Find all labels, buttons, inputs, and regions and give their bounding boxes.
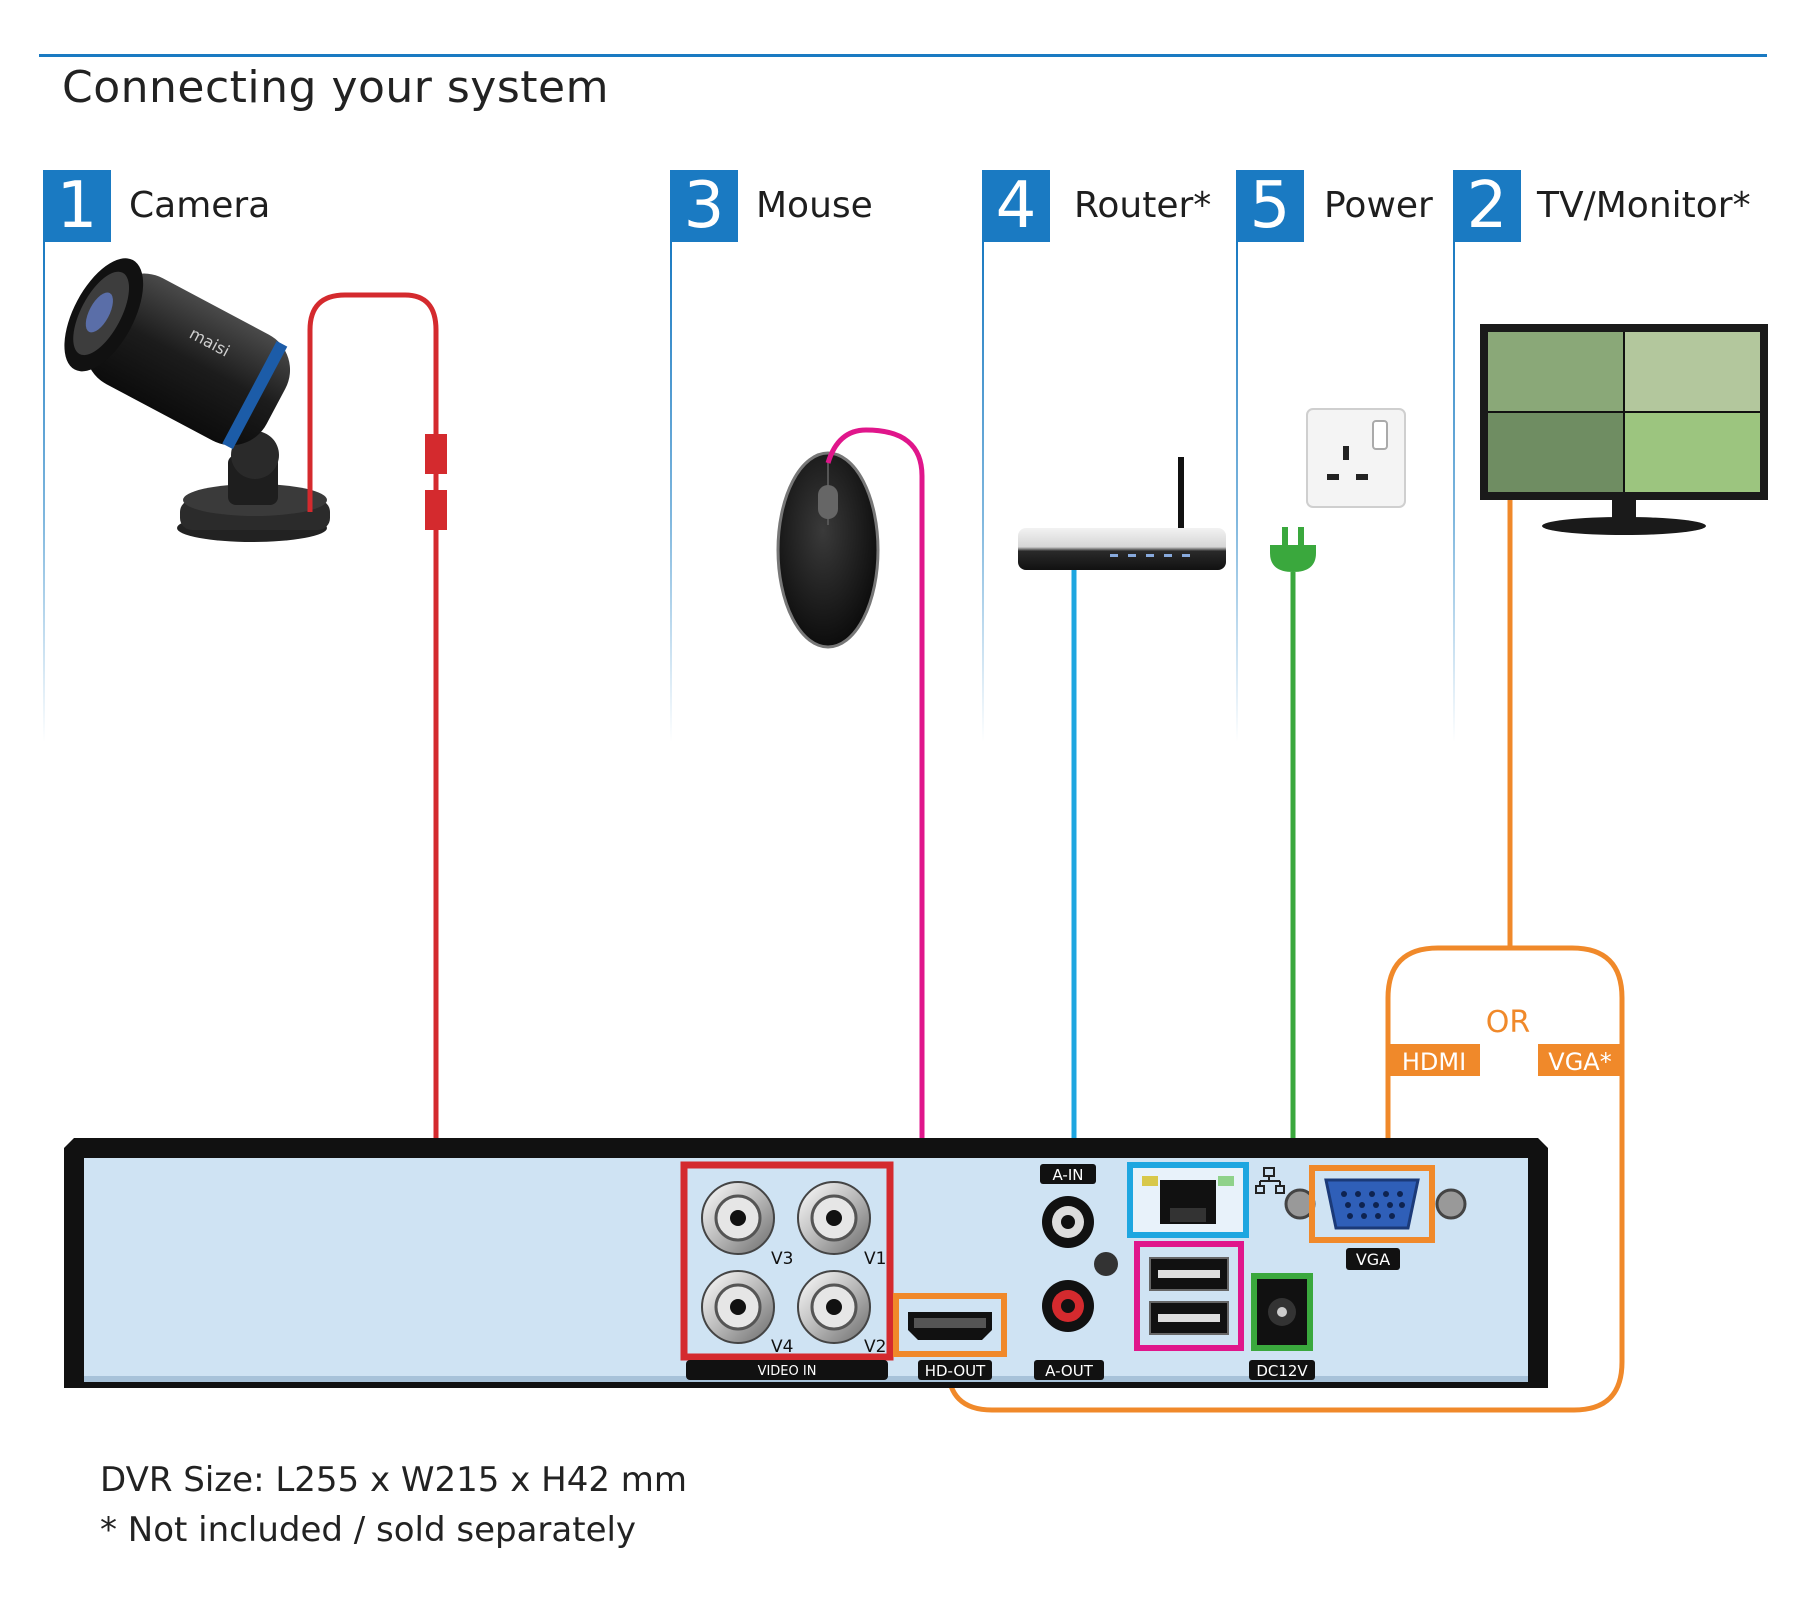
- monitor-icon: [1480, 324, 1768, 535]
- step-label-mouse: Mouse: [756, 185, 873, 226]
- camera-icon: maisi: [64, 258, 330, 542]
- port-label-v1: V1: [864, 1249, 886, 1269]
- step-number: 4: [982, 170, 1050, 242]
- hdmi-label: HDMI: [1402, 1048, 1466, 1076]
- bnc-port-v3: [701, 1181, 775, 1255]
- page-title: Connecting your system: [62, 62, 609, 113]
- bnc-port-v1: [797, 1181, 871, 1255]
- port-label-a-out: A-OUT: [1045, 1362, 1094, 1380]
- audio-out-port: A-OUT: [1034, 1280, 1104, 1380]
- step-label-router: Router*: [1074, 185, 1212, 226]
- step-label-display: TV/Monitor*: [1537, 185, 1751, 226]
- port-label-a-in: A-IN: [1053, 1166, 1084, 1184]
- audio-in-port: A-IN: [1040, 1164, 1096, 1248]
- column-guide-power: [1236, 242, 1238, 742]
- router-icon: [1018, 457, 1226, 570]
- step-number: 2: [1453, 170, 1521, 242]
- camera-cable: [307, 292, 684, 1209]
- column-guide-router: [982, 242, 984, 742]
- port-label-vga: VGA: [1356, 1250, 1390, 1269]
- step-label-camera: Camera: [129, 185, 271, 226]
- port-label-v3: V3: [771, 1249, 793, 1269]
- video-in-port-group: V3 V1 V4 V2 VIDEO IN: [680, 1161, 894, 1380]
- step-number: 5: [1236, 170, 1304, 242]
- hdmi-tag: [1388, 1044, 1480, 1076]
- step-label-power: Power: [1324, 185, 1433, 226]
- step-number: 3: [670, 170, 738, 242]
- display-cable-loop: [945, 945, 1625, 1413]
- port-label-video-in: VIDEO IN: [758, 1364, 817, 1379]
- vga-port: VGA: [1284, 1165, 1467, 1270]
- column-guide-camera: [43, 242, 45, 742]
- dvr-size-text: DVR Size: L255 x W215 x H42 mm: [100, 1460, 688, 1500]
- port-label-hd-out: HD-OUT: [925, 1362, 986, 1380]
- bnc-port-v4: [701, 1270, 775, 1344]
- dvr-unit: [64, 1138, 1548, 1388]
- cable-connector-icon: [425, 490, 447, 530]
- vga-option-label: VGA*: [1548, 1048, 1611, 1076]
- mouse-icon: [776, 451, 880, 649]
- screw-icon: [1094, 1252, 1118, 1276]
- wall-socket-icon: [1306, 408, 1406, 508]
- step-number: 1: [43, 170, 111, 242]
- cable-connector-icon: [425, 434, 447, 474]
- footnote: * Not included / sold separately: [100, 1510, 637, 1550]
- vga-tag: [1538, 1044, 1624, 1076]
- bnc-port-v2: [797, 1270, 871, 1344]
- router-cable: [1071, 570, 1130, 1186]
- port-label-v2: V2: [864, 1337, 886, 1357]
- usb-port-group: [1134, 1241, 1244, 1351]
- port-label-dc12v: DC12V: [1256, 1362, 1308, 1380]
- lan-port: [1127, 1162, 1249, 1238]
- dc12v-port: DC12V: [1249, 1273, 1315, 1380]
- column-guide-mouse: [670, 242, 672, 742]
- hdmi-out-port: HD-OUT: [893, 1293, 1007, 1380]
- column-guide-display: [1453, 242, 1455, 742]
- port-label-v4: V4: [771, 1337, 793, 1357]
- power-plug-icon: [1270, 527, 1316, 572]
- network-icon: [1255, 1167, 1285, 1194]
- or-label: OR: [1486, 1005, 1530, 1040]
- header-rule: [39, 54, 1767, 57]
